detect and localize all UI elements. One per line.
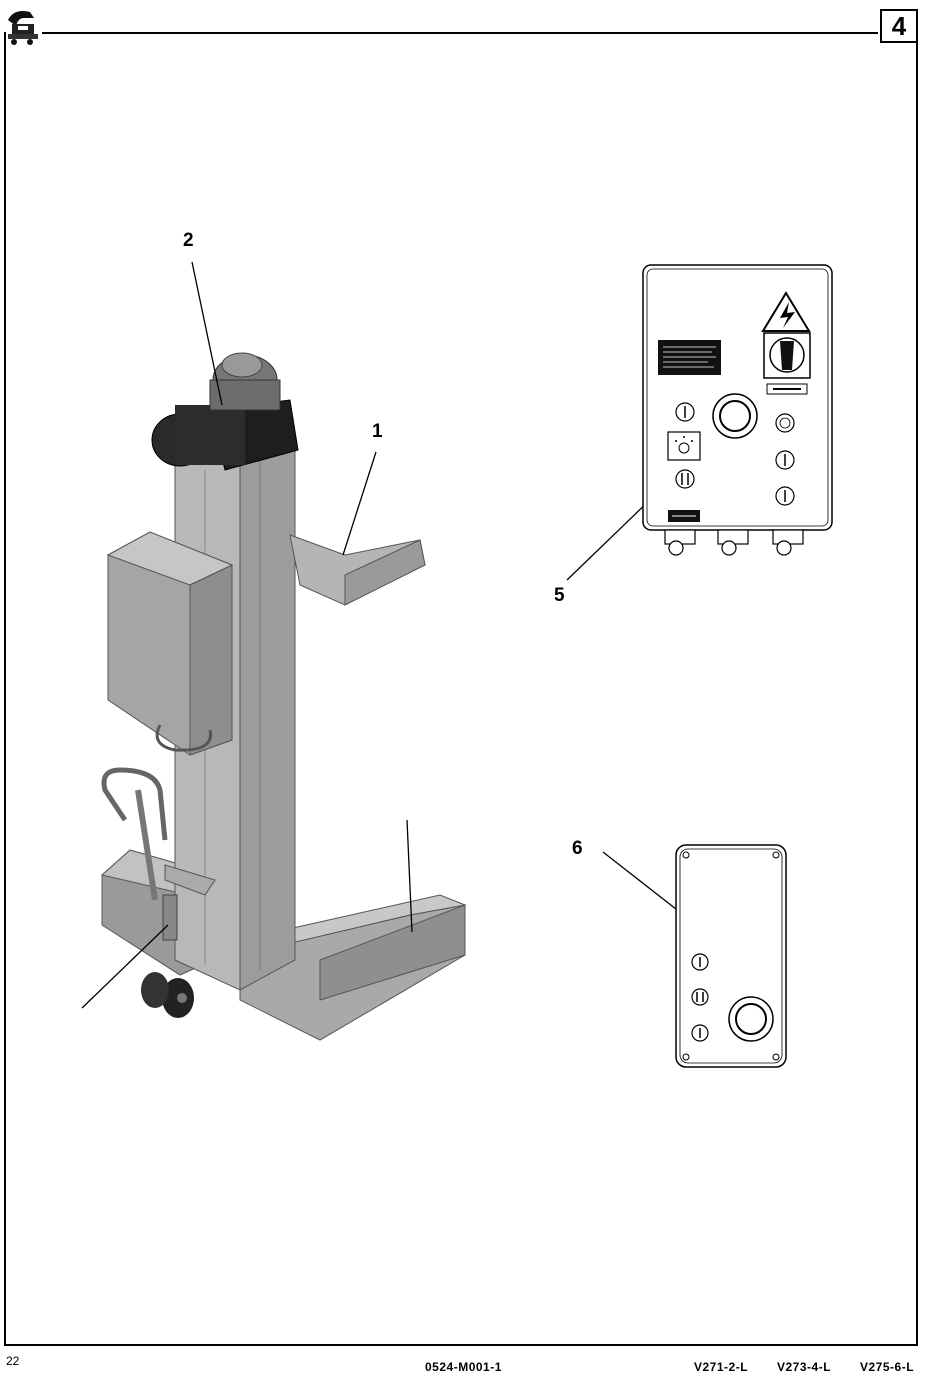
model-code: V273-4-L [777,1360,831,1374]
model-code: V275-6-L [860,1360,914,1374]
callout-6: 6 [572,838,583,860]
main-control-box-illustration [643,265,832,555]
document-code: 0524-M001-1 [425,1360,502,1374]
page-number: 22 [6,1354,19,1368]
callout-5: 5 [554,585,565,607]
model-code: V271-2-L [694,1360,748,1374]
auxiliary-control-box-illustration [676,845,786,1067]
main-switch-knob-icon [764,333,810,394]
emergency-stop-button-icon [713,394,757,438]
callout-2: 2 [183,230,194,252]
callout-1: 1 [372,421,383,443]
